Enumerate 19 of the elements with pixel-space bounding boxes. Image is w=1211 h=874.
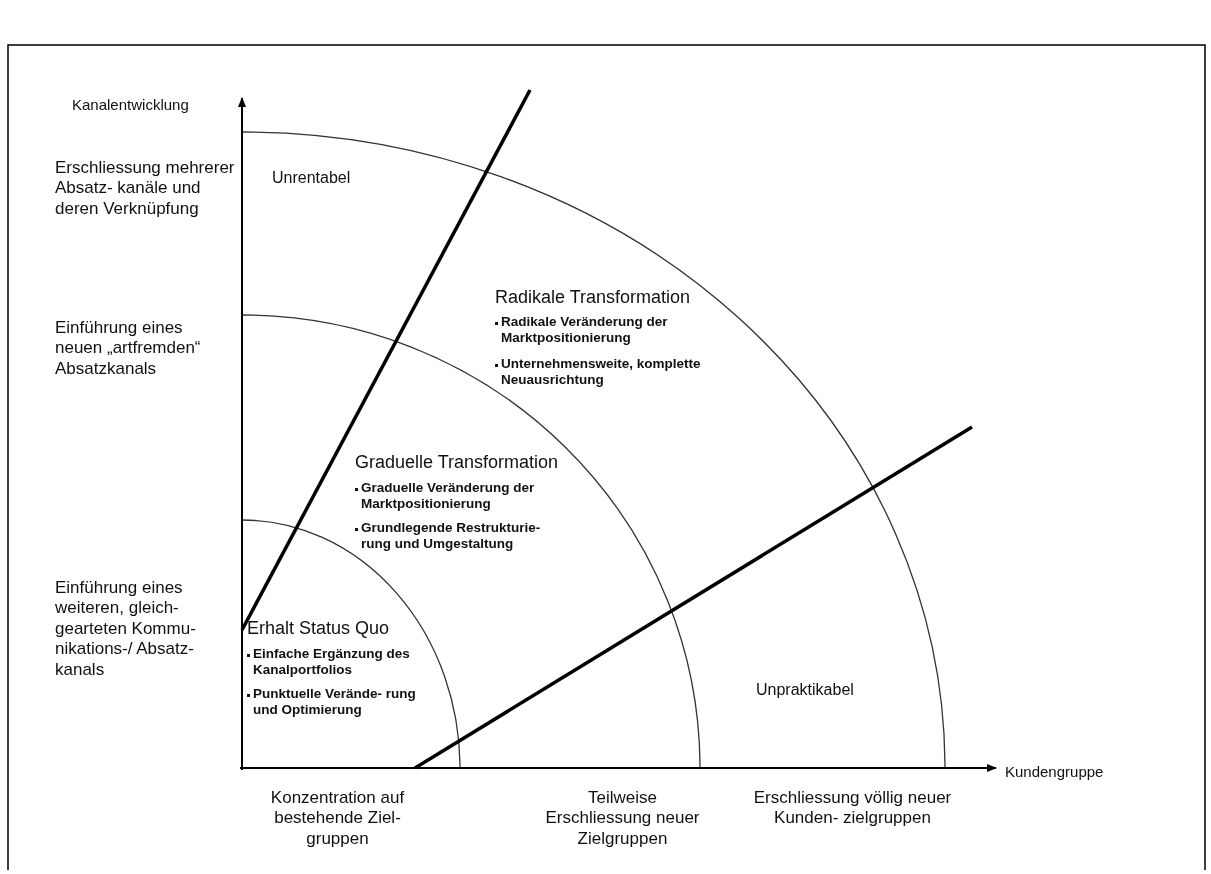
bullet-item: Radikale Veränderung der Marktpositionierung bbox=[495, 314, 771, 347]
bullet-item: Grundlegende Restrukturie- rung und Umgestaltung bbox=[355, 520, 561, 553]
region-label: Unpraktikabel bbox=[756, 680, 854, 700]
bullet-item: Punktuelle Verände- rung und Optimierung bbox=[247, 686, 423, 719]
zone-title: Graduelle Transformation bbox=[355, 452, 559, 474]
row-label: Einführung eines neuen „artfremden“ Absatzkanals bbox=[55, 318, 202, 380]
bullet-item: Unternehmensweite, komplette Neuausrichtung bbox=[495, 356, 786, 389]
axis-title: Kanalentwicklung bbox=[72, 96, 189, 114]
row-label: Einführung eines weiteren, gleich- gearteten Kommu- nikations-/ Absatz- kanals bbox=[55, 578, 197, 680]
row-label: Erschliessung mehrerer Absatz- kanäle und deren Verknüpfung bbox=[55, 158, 235, 220]
column-label: Konzentration auf bestehende Ziel- gruppen bbox=[269, 788, 406, 850]
column-label: Erschliessung völlig neuer Kunden- zielgruppen bbox=[752, 788, 953, 829]
bullet-item: Einfache Ergänzung des Kanalportfolios bbox=[247, 646, 453, 679]
region-label: Unrentabel bbox=[272, 168, 351, 188]
bullet-item: Graduelle Veränderung der Marktpositionierung bbox=[355, 480, 576, 513]
axis-title: Kundengruppe bbox=[1005, 763, 1104, 781]
column-label: Teilweise Erschliessung neuer Zielgruppen bbox=[544, 788, 701, 850]
zone-title: Radikale Transformation bbox=[495, 287, 691, 309]
zone-title: Erhalt Status Quo bbox=[247, 618, 390, 640]
